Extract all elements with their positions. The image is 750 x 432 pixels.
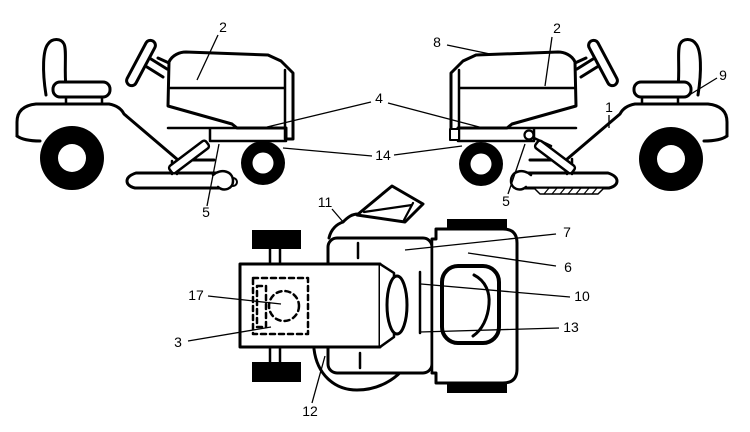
- leader-4-right: [387, 102, 484, 129]
- callout-5-right: 5: [502, 193, 510, 209]
- right-hood: [449, 50, 578, 141]
- callout-10: 10: [574, 288, 590, 304]
- top-tick-marks: [356, 241, 362, 370]
- discharge-chute-inner: [362, 201, 415, 222]
- right-mower-deck: [518, 171, 619, 190]
- engine-hidden-outline: [251, 276, 310, 336]
- leader-7: [404, 233, 557, 251]
- callout-labels: 2 5 8 2 9 1 5 4 14 11 7 6 10 13 17 3 12: [174, 19, 727, 419]
- leader-13: [419, 327, 560, 333]
- left-front-wheel: [241, 141, 285, 185]
- top-steering-wheel: [385, 274, 409, 336]
- callout-13: 13: [563, 319, 579, 335]
- leader-9: [685, 77, 718, 98]
- right-front-hitch: [449, 128, 460, 141]
- right-deck-curl: [509, 169, 533, 191]
- left-seat-cushion: [51, 80, 112, 99]
- left-steering-column: [145, 56, 171, 79]
- left-steering-wheel: [125, 38, 157, 88]
- callout-2-left: 2: [219, 19, 227, 35]
- leader-5-right: [507, 143, 526, 195]
- leader-6: [467, 252, 557, 267]
- callout-4: 4: [375, 90, 383, 106]
- leader-14-left: [282, 147, 373, 157]
- left-body-outline: [15, 102, 216, 162]
- callout-5-left: 5: [202, 204, 210, 220]
- right-deck-skirt: [533, 187, 605, 195]
- leader-17: [207, 295, 282, 305]
- callout-6: 6: [564, 259, 572, 275]
- top-rear-wheel-left: [447, 219, 507, 230]
- leader-3: [187, 326, 272, 342]
- right-frame: [456, 126, 578, 143]
- callout-7: 7: [563, 224, 571, 240]
- right-body-outline: [528, 102, 729, 162]
- left-deck-curl: [211, 169, 235, 191]
- leader-4-left: [266, 101, 372, 128]
- leader-2-left: [196, 34, 219, 81]
- engine-dashed-box: [251, 276, 310, 336]
- callout-11: 11: [318, 194, 333, 210]
- left-rear-bumper: [15, 134, 42, 143]
- callout-14: 14: [375, 147, 391, 163]
- callout-8: 8: [433, 34, 441, 50]
- right-front-wheel: [459, 142, 503, 186]
- left-mower-deck: [125, 171, 226, 190]
- top-fender-curve: [327, 212, 360, 240]
- ignition-switch: [523, 129, 535, 141]
- right-rear-wheel: [639, 127, 703, 191]
- leader-11: [331, 208, 345, 224]
- top-front-wheel-left: [252, 230, 301, 249]
- top-rear-wheel-right: [447, 382, 507, 393]
- top-front-wheel-right: [252, 362, 301, 382]
- callout-2-right: 2: [553, 20, 561, 36]
- right-rear-bumper: [702, 134, 729, 143]
- left-rear-wheel: [40, 126, 104, 190]
- callout-9: 9: [719, 67, 727, 83]
- right-seat-cushion: [632, 80, 693, 99]
- leader-5-left: [206, 143, 220, 207]
- top-front-axle: [268, 247, 282, 364]
- engine-dashed-bracket: [255, 284, 268, 329]
- top-seat-contour: [471, 273, 491, 338]
- leader-10: [420, 283, 571, 298]
- left-tractor-side-view: [15, 38, 295, 191]
- leader-12: [311, 355, 326, 404]
- right-tractor-side-view: [449, 38, 729, 195]
- engine-dashed-circle: [267, 289, 301, 323]
- left-hood: [166, 50, 295, 141]
- leader-2-right: [544, 36, 553, 87]
- callout-12: 12: [302, 403, 318, 419]
- tractor-top-view: [238, 184, 519, 393]
- leader-8: [446, 44, 491, 55]
- left-frame: [166, 126, 288, 143]
- right-steering-wheel: [587, 38, 619, 88]
- leader-14-right: [393, 145, 463, 156]
- right-lift-lever: [533, 139, 577, 175]
- callout-3: 3: [174, 334, 182, 350]
- callout-1: 1: [605, 99, 613, 115]
- leader-lines: [187, 34, 718, 404]
- callout-17: 17: [188, 287, 204, 303]
- left-lift-lever: [167, 139, 211, 175]
- right-steering-column: [573, 56, 599, 79]
